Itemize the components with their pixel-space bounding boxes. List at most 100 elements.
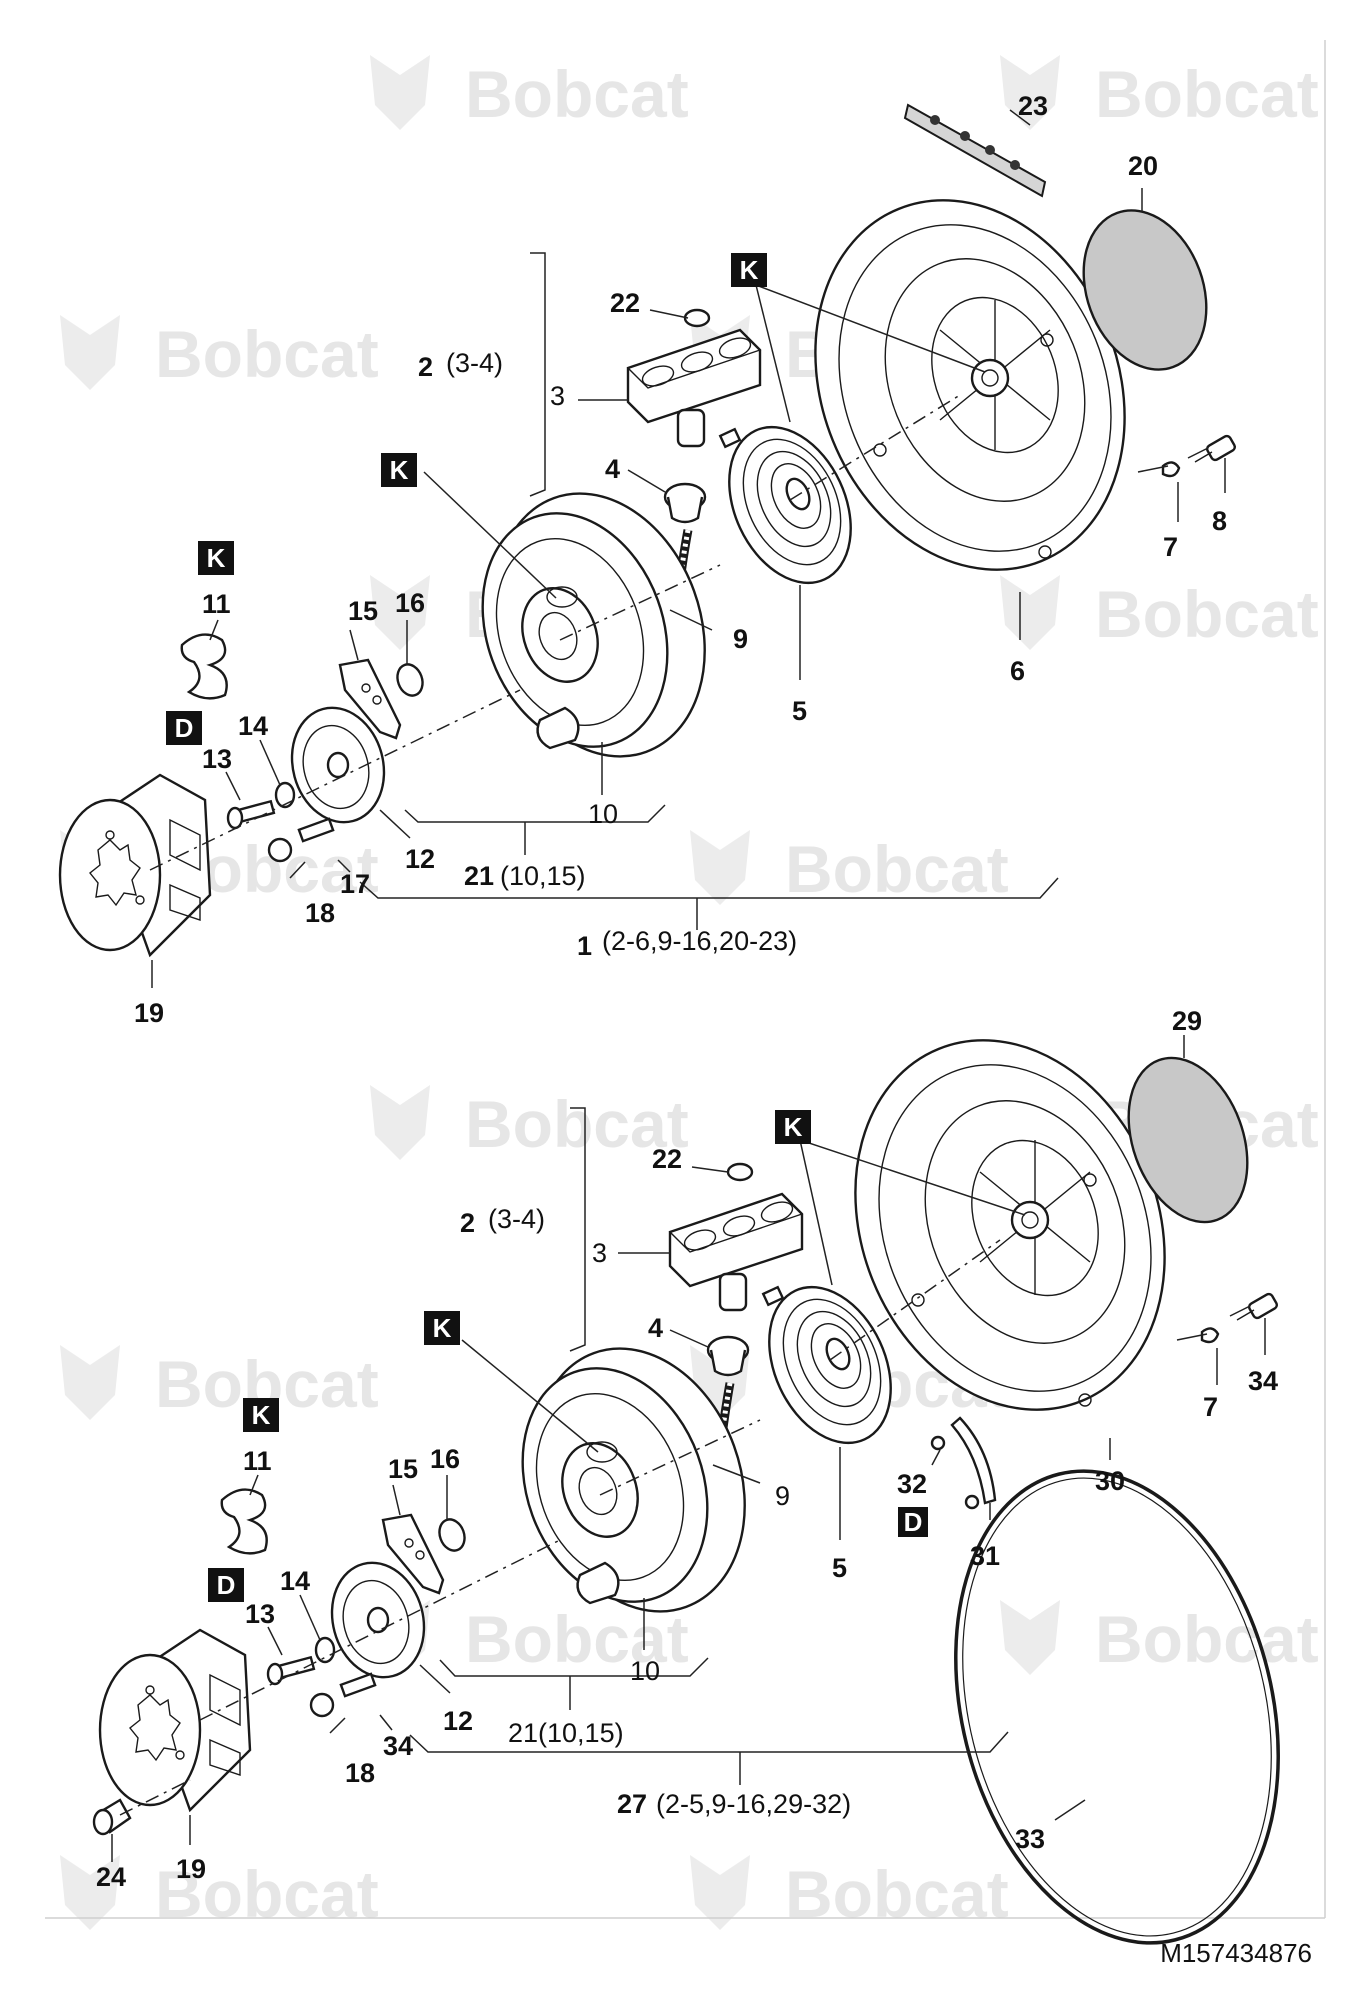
label-9: 9: [775, 1481, 790, 1511]
part-14-washer: [314, 1636, 336, 1664]
label-5: 5: [832, 1553, 847, 1583]
label-12: 12: [405, 844, 435, 874]
label-4: 4: [648, 1313, 663, 1343]
watermark-logo: Bobcat: [60, 315, 379, 391]
top-assembly: K K K D 23 20 22 2 (3-4) 3 4 8 7 9 5 6 1…: [58, 91, 1236, 1028]
part-7-clip: [1161, 461, 1181, 478]
label-16: 16: [395, 588, 425, 618]
label-17: 17: [340, 869, 370, 899]
label-29: 29: [1172, 1006, 1202, 1036]
label-15: 15: [388, 1454, 418, 1484]
part-11-spring-wire: [180, 633, 228, 700]
bottom-assembly: K K K D D 29 22 2 (3-4) 3 4 34 7 9 30 32…: [92, 1006, 1280, 1945]
part-10-pulley: [521, 1347, 746, 1613]
svg-text:K: K: [390, 455, 409, 485]
label-8: 8: [1212, 506, 1227, 536]
part-12-plate: [330, 1561, 426, 1679]
label-9: 9: [733, 624, 748, 654]
part-3-handle: [668, 1192, 804, 1312]
label-23: 23: [1018, 91, 1048, 121]
watermark-text: Bobcat: [785, 1857, 1009, 1931]
label-22: 22: [652, 1144, 682, 1174]
k-marker: K: [424, 1311, 460, 1345]
label-14: 14: [280, 1566, 310, 1596]
label-12: 12: [443, 1706, 473, 1736]
label-20: 20: [1128, 151, 1158, 181]
part-31-bracket: [950, 1416, 997, 1505]
part-4-bushing: [706, 1335, 750, 1377]
part-5-spiral-spring: [761, 1285, 892, 1445]
top-assembly-axis: [149, 394, 961, 871]
label-1-range: (2-6,9-16,20-23): [602, 926, 797, 956]
part-20-filter-disc: [1082, 209, 1208, 371]
k-marker: K: [243, 1398, 279, 1432]
part-11-spring-wire: [220, 1488, 268, 1555]
part-34-screw: [339, 1672, 377, 1698]
part-8-screw: [1194, 434, 1236, 463]
watermark-text: Bobcat: [1095, 1602, 1319, 1676]
watermark-logo: Bobcat: [690, 830, 1009, 906]
part-19-starter-cup: [98, 1628, 252, 1813]
label-11: 11: [202, 589, 231, 619]
label-3: 3: [592, 1238, 607, 1268]
drawing-code: M157434876: [1160, 1938, 1312, 1968]
watermark-logo: Bobcat: [60, 1345, 379, 1421]
watermark-text: Bobcat: [785, 832, 1009, 906]
label-6: 6: [1010, 656, 1025, 686]
watermark-text: Bobcat: [465, 1602, 689, 1676]
svg-text:K: K: [252, 1400, 271, 1430]
bottom-leader-lines: [111, 1035, 1266, 1862]
label-2: 2: [460, 1208, 475, 1238]
label-2-range: (3-4): [446, 348, 503, 378]
label-33: 33: [1015, 1824, 1045, 1854]
label-30: 30: [1095, 1466, 1125, 1496]
part-30-housing: [854, 1039, 1166, 1411]
part-34-screw: [1236, 1292, 1278, 1321]
part-12-plate: [290, 706, 386, 824]
bottom-assembly-axis: [119, 1239, 1001, 1816]
label-34: 34: [1248, 1366, 1278, 1396]
d-marker: D: [898, 1507, 928, 1537]
part-5-spiral-spring: [718, 425, 852, 585]
watermark-text: Bobcat: [155, 317, 379, 391]
part-16-ring: [438, 1518, 466, 1552]
watermark-logo: Bobcat: [1000, 55, 1319, 131]
label-3: 3: [550, 381, 565, 411]
part-16-ring: [396, 663, 424, 697]
label-34: 34: [383, 1731, 413, 1761]
label-4: 4: [605, 454, 620, 484]
watermark-text: Bobcat: [465, 1087, 689, 1161]
part-13-bolt: [266, 1655, 316, 1686]
svg-text:K: K: [740, 255, 759, 285]
label-13: 13: [245, 1599, 275, 1629]
label-27-range: (2-5,9-16,29-32): [656, 1789, 851, 1819]
label-22: 22: [610, 288, 640, 318]
part-24-bushing: [92, 1798, 132, 1836]
label-21-range: (10,15): [500, 861, 586, 891]
d-marker: D: [208, 1568, 244, 1602]
svg-text:D: D: [904, 1507, 923, 1537]
part-7-clip: [1200, 1327, 1220, 1344]
label-13: 13: [202, 744, 232, 774]
part-4-bushing: [663, 482, 707, 524]
watermark-text: Bobcat: [1095, 577, 1319, 651]
part-23-decal: [903, 103, 1047, 198]
part-3-handle: [626, 328, 762, 448]
part-14-washer: [274, 781, 296, 809]
k-marker: K: [775, 1110, 811, 1144]
k-marker: K: [731, 253, 767, 287]
svg-text:K: K: [433, 1313, 452, 1343]
label-5: 5: [792, 696, 807, 726]
watermark-logo: Bobcat: [370, 1085, 689, 1161]
label-14: 14: [238, 711, 268, 741]
svg-text:K: K: [784, 1112, 803, 1142]
part-15-pawl: [381, 1513, 445, 1595]
k-marker: K: [381, 453, 417, 487]
top-part-labels: 23 20 22 2 (3-4) 3 4 8 7 9 5 6 11 15 16 …: [134, 91, 1227, 1028]
part-19-starter-cup: [58, 773, 212, 958]
part-22-cap: [726, 1162, 754, 1182]
part-15-pawl: [338, 658, 402, 740]
label-18: 18: [345, 1758, 375, 1788]
svg-text:D: D: [175, 713, 194, 743]
